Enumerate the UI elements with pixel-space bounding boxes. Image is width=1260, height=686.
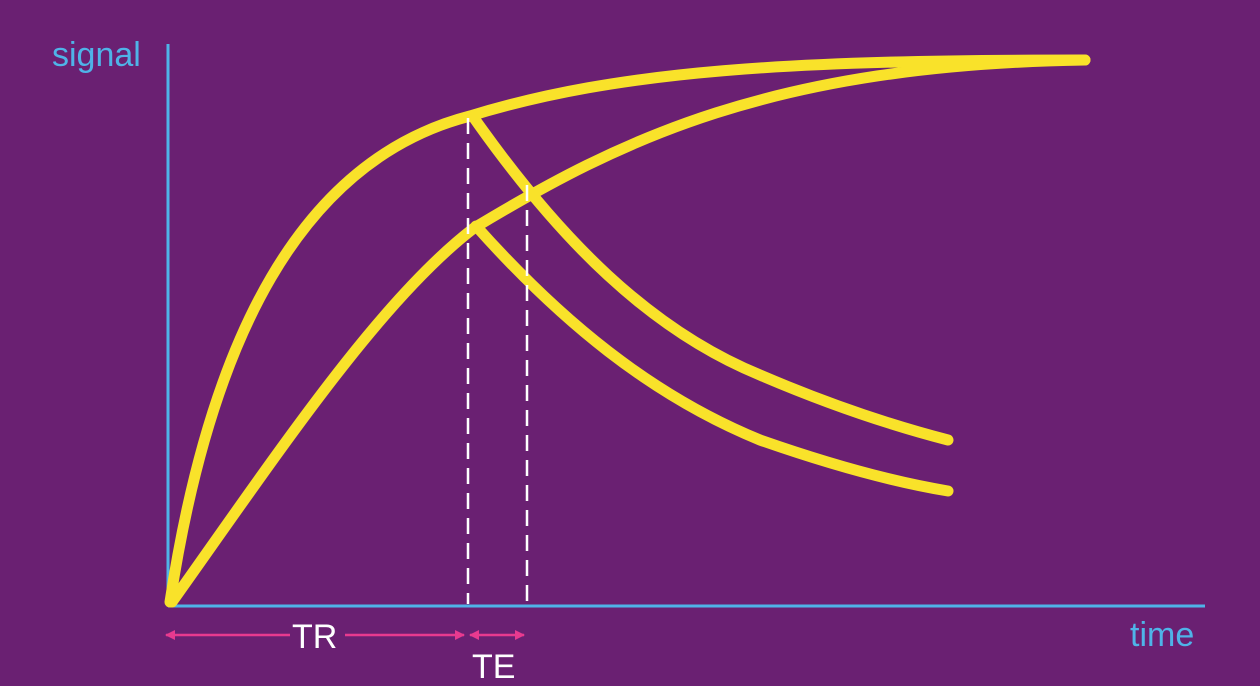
x-axis-label: time — [1130, 616, 1195, 654]
te-label: TE — [472, 648, 516, 686]
recovery-curve-slow — [166, 54, 1091, 608]
y-axis-label: signal — [52, 36, 141, 74]
tr-label: TR — [292, 618, 338, 656]
decay-curve-lower — [470, 220, 954, 497]
decay-curve-upper — [468, 112, 954, 446]
